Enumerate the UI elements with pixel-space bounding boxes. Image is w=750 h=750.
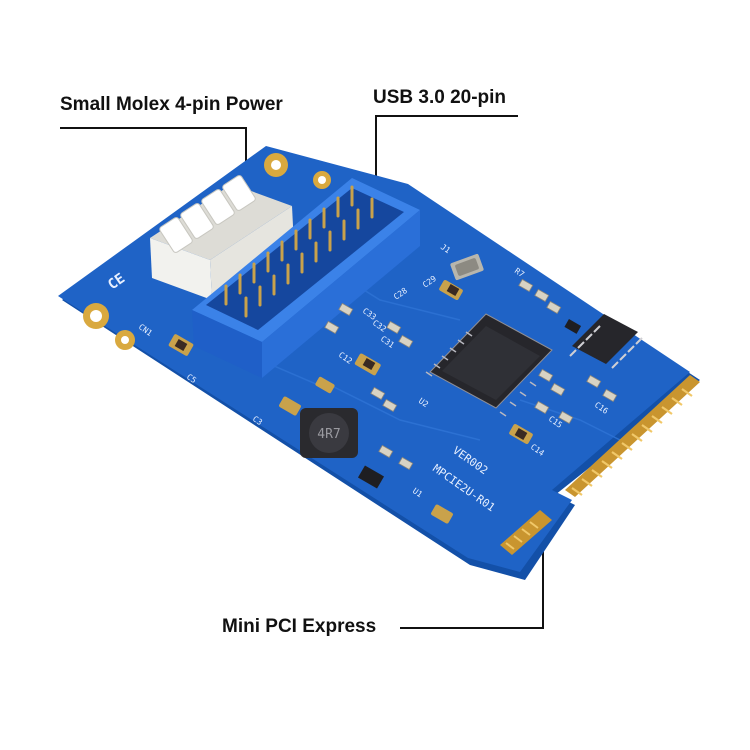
inductor-marking: 4R7 xyxy=(317,427,340,442)
pcie-leader-line xyxy=(400,532,544,629)
pcie-edge-fingers xyxy=(500,375,700,555)
usb3-header-connector xyxy=(192,178,420,378)
pcie-callout-label: Mini PCI Express xyxy=(222,616,377,637)
crystal-oscillator xyxy=(450,253,484,281)
power-inductor: 4R7 xyxy=(300,408,358,458)
ce-mark: CE xyxy=(105,271,128,294)
usb-controller-chip xyxy=(425,313,553,417)
smd-components xyxy=(168,278,618,524)
usb-callout-label: USB 3.0 20-pin xyxy=(373,87,507,108)
mounting-holes xyxy=(83,153,331,350)
eeprom-chip xyxy=(569,314,643,369)
molex-callout-label: Small Molex 4-pin Power xyxy=(60,94,283,115)
molex-connector xyxy=(150,175,294,300)
